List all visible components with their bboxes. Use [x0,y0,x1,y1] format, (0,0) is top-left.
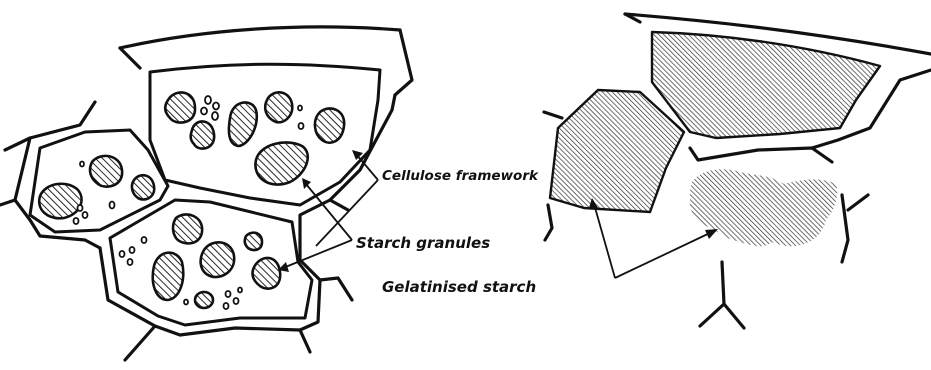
gelatinised-starch-label: Gelatinised starch [382,278,536,296]
small-starch-granule [213,103,219,110]
starch-granule [265,92,292,122]
small-starch-granule [128,259,133,265]
small-starch-granule [80,162,84,167]
cellulose-wall [544,112,562,118]
small-starch-granule [142,237,147,243]
starch-granule [173,214,202,243]
cellulose-wall [155,326,310,352]
small-starch-granule [299,123,304,129]
small-starch-granule [224,303,229,309]
starch-granule [132,175,154,199]
pointer-line [594,204,615,278]
cellulose-wall [0,200,15,205]
small-starch-granule [205,96,211,104]
starch-granule [195,292,213,308]
starch-granule [201,242,235,277]
small-starch-granule [120,251,125,257]
starch-granule [315,108,344,142]
small-starch-granule [238,288,242,293]
starch-granules-label: Starch granules [356,234,490,252]
small-starch-granule [298,106,302,111]
pointer-line [615,232,712,278]
starch-granule [90,156,122,187]
small-starch-granule [201,108,207,115]
cellulose-framework-label: Cellulose framework [382,168,539,184]
arrowhead [705,229,718,239]
cellulose-wall [120,48,140,68]
small-starch-granule [234,298,239,304]
small-starch-granule [212,112,218,120]
cellulose-wall [545,205,552,240]
starch-granule [253,258,281,289]
gelatinised-cells-panel [544,14,931,328]
small-starch-granule [74,218,79,224]
starch-granule [153,253,183,300]
cellulose-wall [724,304,744,328]
starch-granule [245,233,262,250]
cellulose-wall [842,195,848,262]
gelatinised-cell [652,32,880,138]
cellulose-wall [395,30,412,95]
cellulose-wall [848,195,868,210]
cellulose-wall [700,262,724,326]
cellulose-wall [330,200,348,210]
small-starch-granule [78,205,83,211]
starch-granule [165,92,195,122]
starch-granule [39,184,81,219]
small-starch-granule [83,212,88,218]
starch-granule [191,121,214,148]
raw-cells-panel [0,27,412,360]
gelatinised-cell [550,90,684,212]
cellulose-wall [690,148,832,162]
small-starch-granule [130,247,135,253]
small-starch-granule [110,202,115,209]
small-starch-granule [184,300,188,305]
cellulose-wall [320,278,352,300]
small-starch-granule [226,291,231,297]
cellulose-wall [120,27,400,48]
